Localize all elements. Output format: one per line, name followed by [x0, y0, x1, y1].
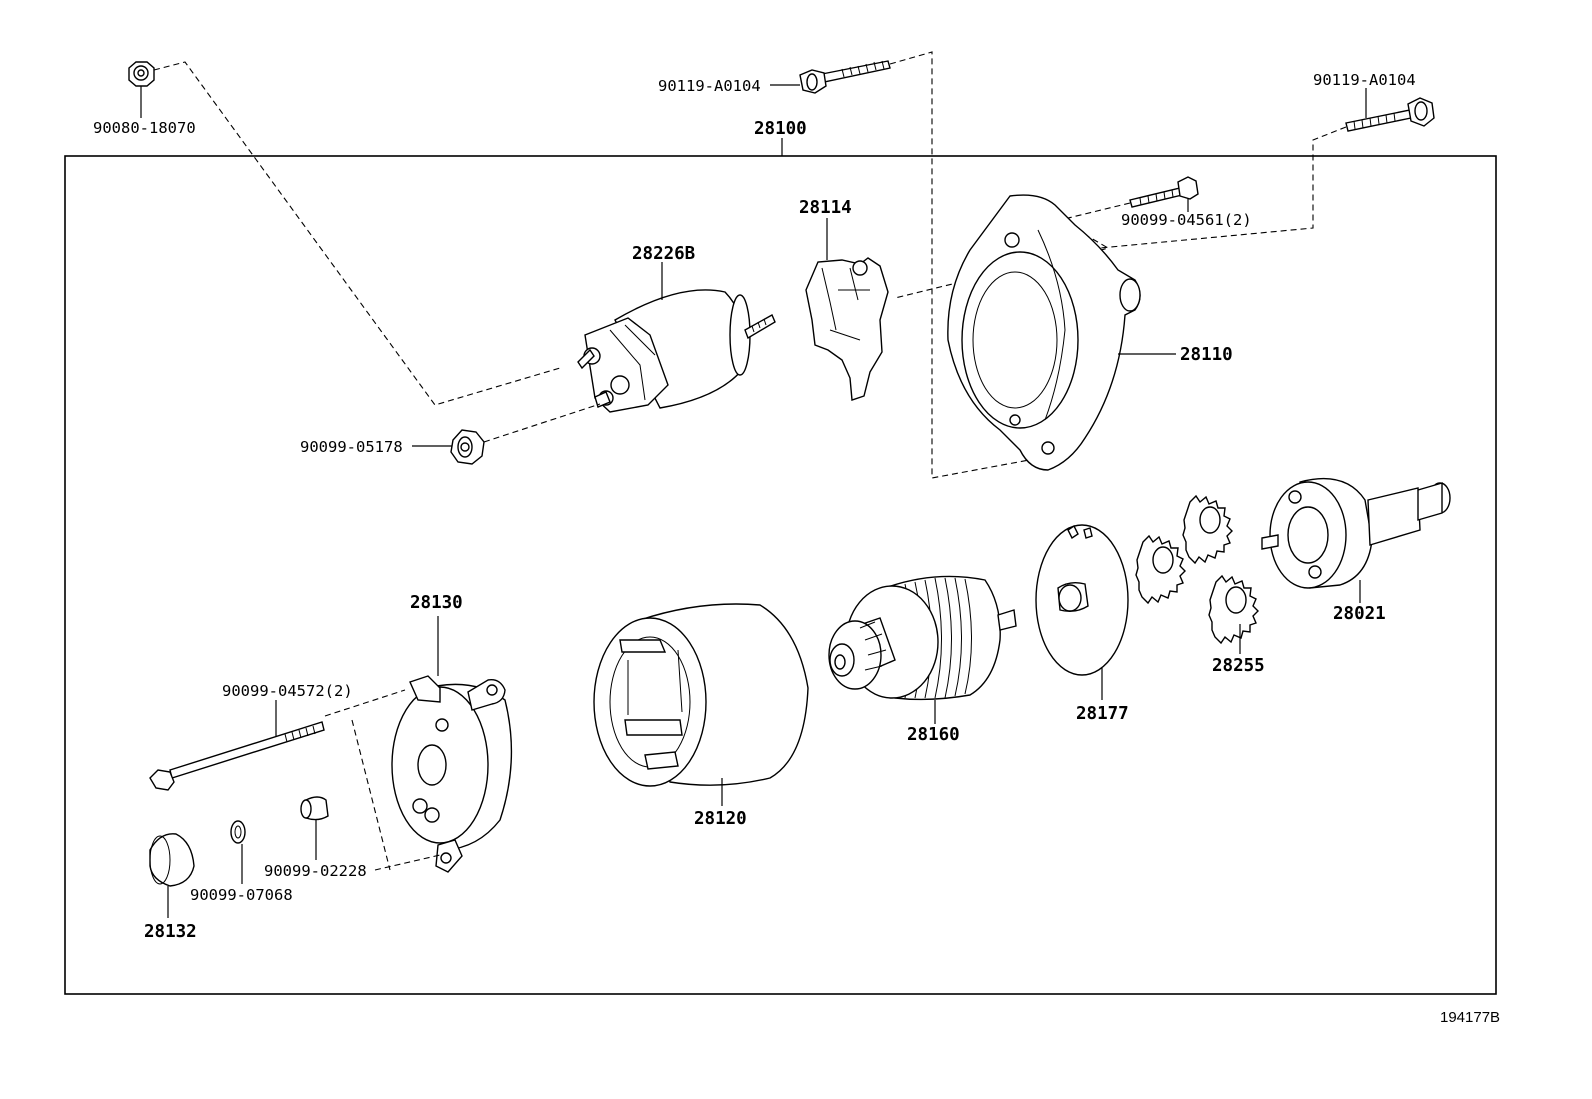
planet-gear-upper[interactable]: [1182, 494, 1233, 565]
label-bolt-top-middle: 90119-A0104: [658, 77, 761, 95]
label-through-bolt: 90099-04572(2): [222, 682, 353, 700]
plate-part[interactable]: [1035, 524, 1129, 676]
through-bolt[interactable]: [149, 721, 325, 791]
lever-part[interactable]: [805, 257, 889, 401]
label-bushing: 90099-02228: [264, 862, 367, 880]
label-bolt-top-right: 90119-A0104: [1313, 71, 1416, 89]
clutch-part[interactable]: [1261, 477, 1451, 589]
screw-housing[interactable]: [1129, 176, 1199, 208]
cap-part[interactable]: [149, 833, 195, 887]
solenoid-part[interactable]: [577, 289, 776, 413]
bushing-part[interactable]: [300, 796, 329, 821]
diagram-reference: 194177B: [1440, 1009, 1500, 1026]
label-gears: 28255: [1212, 656, 1265, 676]
label-clutch: 28021: [1333, 604, 1386, 624]
bolt-top-right[interactable]: [1345, 97, 1435, 132]
label-end-frame: 28130: [410, 593, 463, 613]
nut-solenoid[interactable]: [450, 429, 485, 465]
label-nut-top: 90080-18070: [93, 119, 196, 137]
yoke-part[interactable]: [593, 603, 809, 787]
planet-gear-middle[interactable]: [1135, 534, 1186, 605]
label-nut-solenoid: 90099-05178: [300, 438, 403, 456]
label-washer: 90099-07068: [190, 886, 293, 904]
nut-top-left[interactable]: [128, 61, 155, 87]
label-solenoid: 28226B: [632, 244, 695, 264]
bolt-top-middle[interactable]: [799, 60, 891, 94]
label-lever: 28114: [799, 198, 852, 218]
washer-part[interactable]: [230, 820, 246, 844]
housing-part[interactable]: [947, 194, 1141, 471]
label-screw-housing: 90099-04561(2): [1121, 211, 1252, 229]
label-housing: 28110: [1180, 345, 1233, 365]
label-cap: 28132: [144, 922, 197, 942]
label-assembly: 28100: [754, 119, 807, 139]
assembly-frame: [64, 155, 1497, 995]
label-plate: 28177: [1076, 704, 1129, 724]
label-yoke: 28120: [694, 809, 747, 829]
armature-part[interactable]: [828, 575, 1017, 701]
label-armature: 28160: [907, 725, 960, 745]
planet-gear-lower[interactable]: [1208, 574, 1259, 645]
end-frame-part[interactable]: [391, 675, 513, 873]
